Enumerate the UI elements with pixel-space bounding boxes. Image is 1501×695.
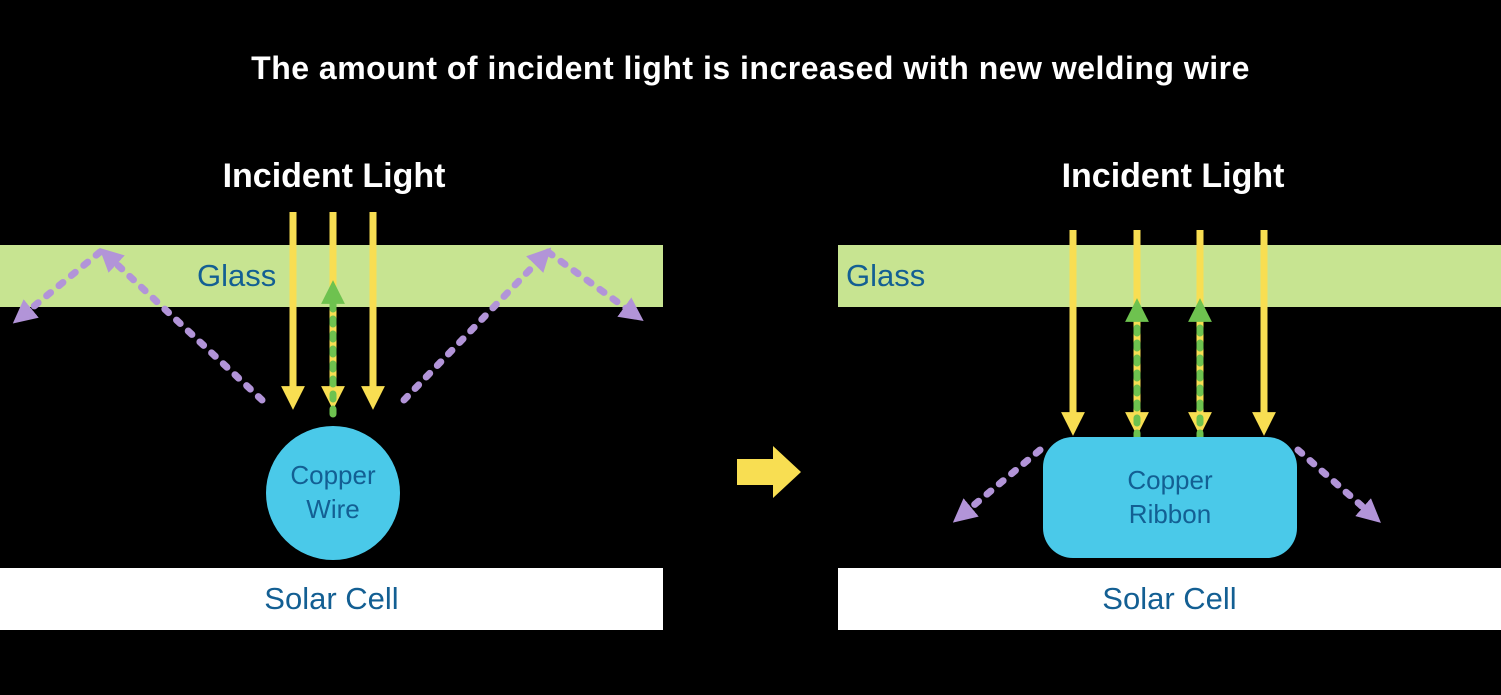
glass-label-left: Glass: [197, 258, 277, 293]
solar-cell-label-right: Solar Cell: [1102, 581, 1237, 616]
copper-ribbon-label-line1: Copper: [1127, 464, 1213, 495]
solar-cell-label-left: Solar Cell: [264, 581, 399, 616]
glass-label-right: Glass: [846, 258, 926, 293]
reflected-ray: [1294, 446, 1381, 523]
right-returned-rays: [1125, 298, 1212, 442]
incident-light-label-left: Incident Light: [222, 157, 446, 195]
page-title: The amount of incident light is increase…: [251, 50, 1250, 86]
transition-arrow: [737, 446, 801, 498]
solar-cell-right: Solar Cell: [838, 568, 1501, 630]
glass-panel-right: Glass: [838, 245, 1501, 307]
copper-wire-label-line2: Wire: [306, 494, 360, 524]
incident-light-label-right: Incident Light: [1061, 157, 1285, 195]
glass-panel-left: Glass: [0, 245, 663, 307]
solar-cell-left: Solar Cell: [0, 568, 663, 630]
copper-ribbon: Copper Ribbon: [1043, 437, 1297, 558]
copper-ribbon-label-line2: Ribbon: [1128, 498, 1212, 529]
copper-wire: Copper Wire: [266, 426, 400, 560]
reflected-ray: [952, 446, 1044, 523]
copper-wire-label-line1: Copper: [290, 460, 376, 491]
